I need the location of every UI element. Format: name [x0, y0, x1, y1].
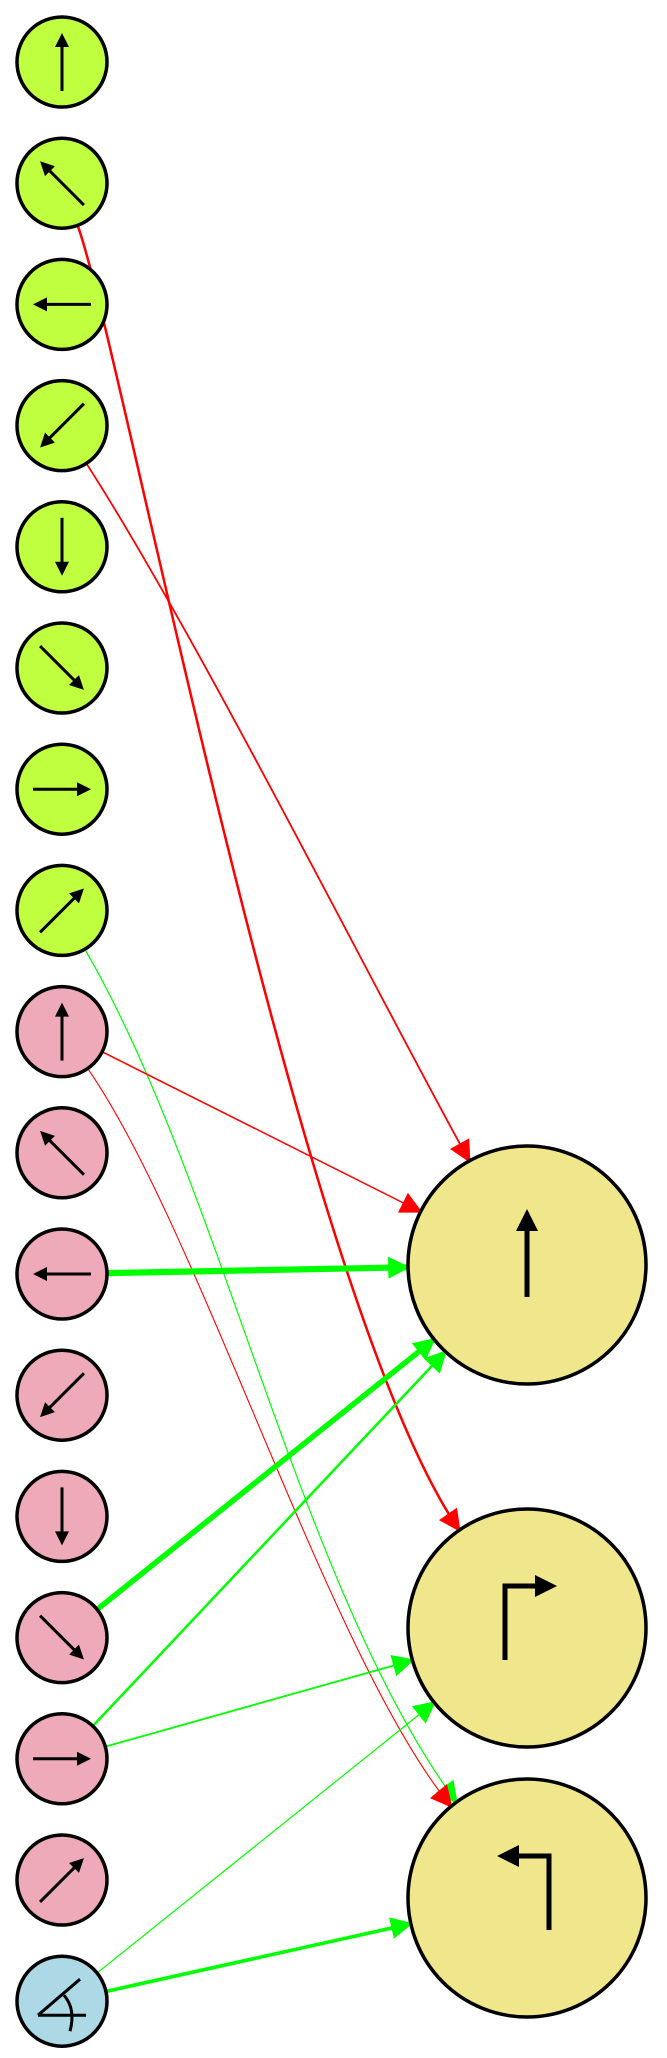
input-node-g-downright [15, 621, 109, 715]
arrow-down-right-icon [39, 1614, 84, 1660]
connection-p-left-to-o-forward [106, 1256, 411, 1279]
arrow-down-icon [55, 517, 69, 576]
input-node-g-upright [15, 863, 109, 958]
go-straight-icon [516, 1209, 538, 1297]
connection-g-upleft-to-o-right [76, 224, 461, 1532]
nodes-layer [15, 15, 648, 2048]
arrow-up-right-icon [39, 1858, 84, 1903]
arrow-down-icon [55, 1487, 69, 1546]
input-node-p-down [15, 1469, 109, 1564]
input-node-g-right [15, 742, 109, 836]
input-node-p-upright [15, 1833, 109, 1927]
input-node-p-right [15, 1712, 109, 1806]
output-node-o-left [406, 1777, 648, 2019]
input-node-p-left [15, 1227, 109, 1321]
output-node-o-forward [406, 1144, 648, 1386]
input-node-g-down [15, 500, 109, 594]
input-node-g-up [15, 15, 109, 109]
input-node-b-angle [15, 1954, 109, 2048]
arrow-down-left-icon [40, 402, 85, 448]
arrow-left-icon [33, 1267, 91, 1281]
connection-b-angle-to-o-right [96, 1701, 436, 1974]
input-node-p-downright [15, 1590, 109, 1685]
connection-p-up-to-o-forward [101, 1051, 423, 1213]
turn-left-icon [497, 1845, 552, 1930]
arrow-up-right-icon [39, 888, 84, 934]
connections-layer [76, 224, 471, 1994]
connection-p-up-to-o-left [87, 1068, 453, 1809]
arrow-right-icon [33, 1751, 91, 1766]
arrow-down-left-icon [40, 1372, 85, 1418]
arrow-up-left-icon [40, 161, 85, 207]
arrow-left-icon [33, 297, 91, 312]
input-node-p-upleft [15, 1106, 109, 1200]
arrow-right-icon [33, 782, 91, 797]
input-node-p-downleft [15, 1348, 109, 1442]
input-node-g-upleft [15, 136, 109, 230]
connection-p-right-to-o-right [105, 1654, 415, 1748]
angle-icon [37, 1978, 86, 2032]
arrow-up-icon [55, 33, 69, 91]
arrow-up-left-icon [40, 1130, 85, 1176]
connection-p-downright-to-o-forward [95, 1337, 436, 1612]
connection-g-upright-to-o-left [84, 948, 458, 1804]
output-node-o-right [406, 1507, 648, 1749]
turn-right-icon [502, 1575, 557, 1660]
input-node-g-left [15, 257, 109, 352]
input-node-g-downleft [15, 378, 109, 473]
connection-b-angle-to-o-left [105, 1917, 413, 1994]
input-node-p-up [15, 984, 109, 1079]
connection-p-right-to-o-forward [91, 1350, 447, 1727]
arrow-up-icon [55, 1002, 69, 1061]
arrow-down-right-icon [39, 645, 84, 690]
connection-g-downleft-to-o-forward [85, 462, 471, 1163]
